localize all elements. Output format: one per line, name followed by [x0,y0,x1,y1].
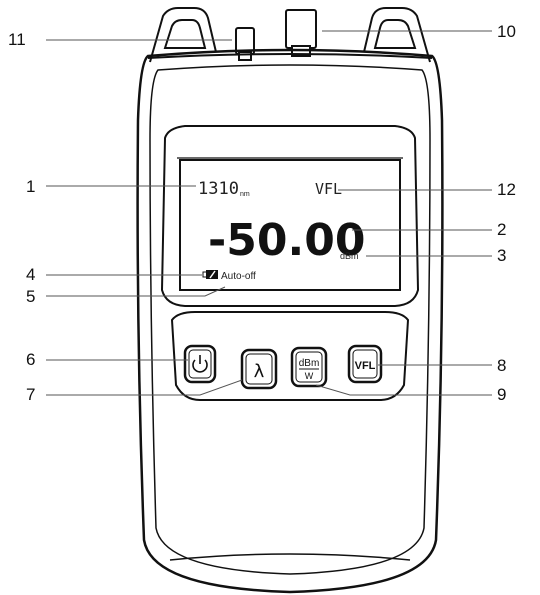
callout-12: 12 [497,180,516,199]
lcd-screen [179,159,401,291]
leader-5 [46,286,226,297]
callout-5: 5 [26,287,36,306]
wavelength-unit: nm [240,191,250,198]
leader-7 [46,379,243,396]
unit-toggle-button[interactable]: dBm W [290,346,328,388]
vfl-label: VFL [355,360,376,372]
callout-8: 8 [497,356,507,375]
leader-9 [315,384,492,396]
dbm-label: dBm [299,358,320,369]
callout-lines [46,30,492,396]
power-button[interactable] [183,344,217,384]
callout-4: 4 [26,265,36,284]
callout-3: 3 [497,246,507,265]
mode-text: VFL [315,180,342,198]
callout-2: 2 [497,220,507,239]
vfl-button[interactable]: VFL [347,344,383,384]
w-label: W [305,371,314,381]
callout-9: 9 [497,385,507,404]
left-horn [149,7,217,63]
device-body [136,48,444,594]
power-icon [192,355,208,373]
auto-off-text: Auto-off [221,271,256,282]
callout-10: 10 [497,22,516,41]
callout-6: 6 [26,350,36,369]
callout-11: 11 [8,30,26,49]
small-connector [235,27,255,61]
callout-1: 1 [26,177,36,196]
battery-icon [202,270,218,279]
wavelength-button[interactable]: λ [240,348,278,390]
display-bezel [160,125,420,307]
reading-unit: dBm [340,251,359,261]
right-horn [363,7,431,63]
callout-7: 7 [26,385,36,404]
lambda-label: λ [254,361,265,382]
wavelength-value: 1310 [198,179,239,199]
keypad-panel [170,311,410,401]
power-reading: -50.00 [208,215,365,266]
